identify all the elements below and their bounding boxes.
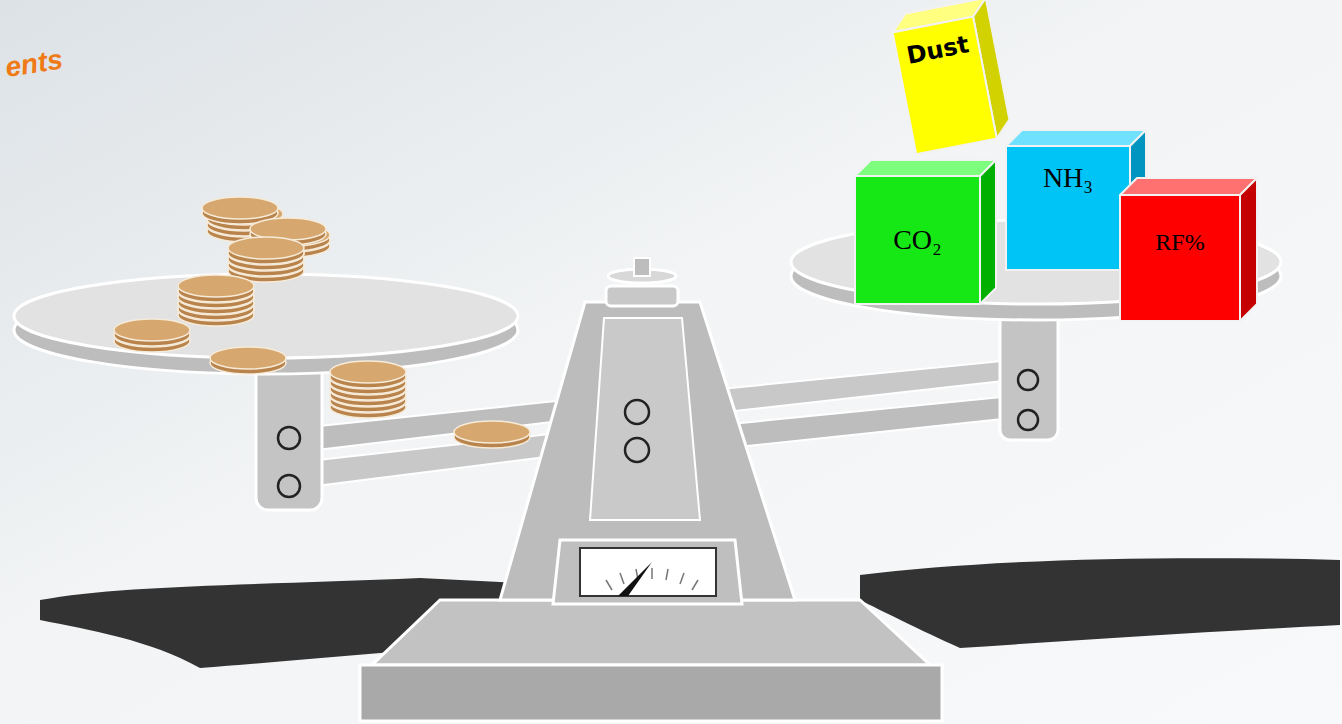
coin-stacks — [114, 197, 530, 448]
cube-front — [855, 176, 980, 304]
cube-face: NH₃ — [1006, 146, 1130, 270]
cube-block: CO₂ — [855, 160, 996, 304]
cube-front — [893, 17, 997, 154]
cube-top — [855, 160, 996, 176]
cube-face: RF% — [1120, 195, 1240, 321]
block-label: Dust — [904, 30, 971, 69]
cube-top — [1120, 178, 1257, 195]
cube-block: RF% — [1120, 178, 1257, 321]
block-label: CO₂ — [893, 224, 942, 256]
cube-side — [1240, 178, 1257, 321]
cube-front — [1006, 146, 1130, 270]
left-pan — [14, 274, 518, 374]
block-label: NH₃ — [1043, 162, 1093, 194]
scale-base — [360, 600, 942, 721]
block-label: RF% — [1155, 229, 1204, 256]
scale-pillar — [500, 258, 795, 600]
cube-outline — [890, 0, 1013, 154]
scale-dial — [553, 540, 742, 604]
cube-face: CO₂ — [855, 176, 980, 304]
partial-heading: ents — [3, 43, 65, 84]
cube-front — [1120, 195, 1240, 321]
cube-side — [980, 160, 996, 304]
cube-top — [1006, 130, 1146, 146]
cube-block: Dust — [890, 0, 1013, 154]
